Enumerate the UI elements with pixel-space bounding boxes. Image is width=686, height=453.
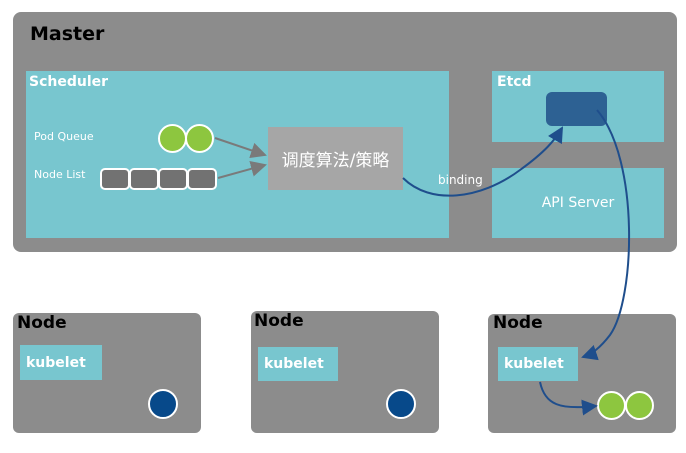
pod-queue-arrow	[214, 137, 267, 159]
etcd-database-icon	[546, 92, 607, 126]
master-title: Master	[30, 23, 105, 45]
etcd-to-kubelet-arrow	[581, 109, 630, 361]
etcd-title: Etcd	[497, 74, 532, 90]
pod-dot-2	[386, 389, 416, 419]
pod-queue-label: Pod Queue	[34, 130, 94, 143]
scheduler-title: Scheduler	[29, 74, 109, 90]
node-title-1: Node	[17, 313, 67, 333]
pod-icon-2	[185, 124, 214, 153]
node-list-item-4	[187, 168, 217, 190]
node-list-label: Node List	[34, 168, 86, 181]
node-list-arrow	[217, 161, 267, 179]
kubelet-3: kubelet	[498, 347, 578, 381]
node-title-3: Node	[493, 313, 543, 333]
scheduling-algorithm-box: 调度算法/策略	[268, 127, 403, 190]
pod-dot-1	[148, 389, 178, 419]
kubelet-to-pod-arrow	[539, 381, 598, 416]
kubelet-2: kubelet	[258, 347, 338, 381]
node-title-2: Node	[254, 311, 304, 331]
binding-arrow	[402, 126, 564, 197]
binding-label: binding	[438, 173, 483, 187]
api-server-panel: API Server	[492, 168, 664, 238]
scheduled-pod-icon-2	[625, 391, 654, 420]
kubelet-1: kubelet	[20, 345, 102, 380]
